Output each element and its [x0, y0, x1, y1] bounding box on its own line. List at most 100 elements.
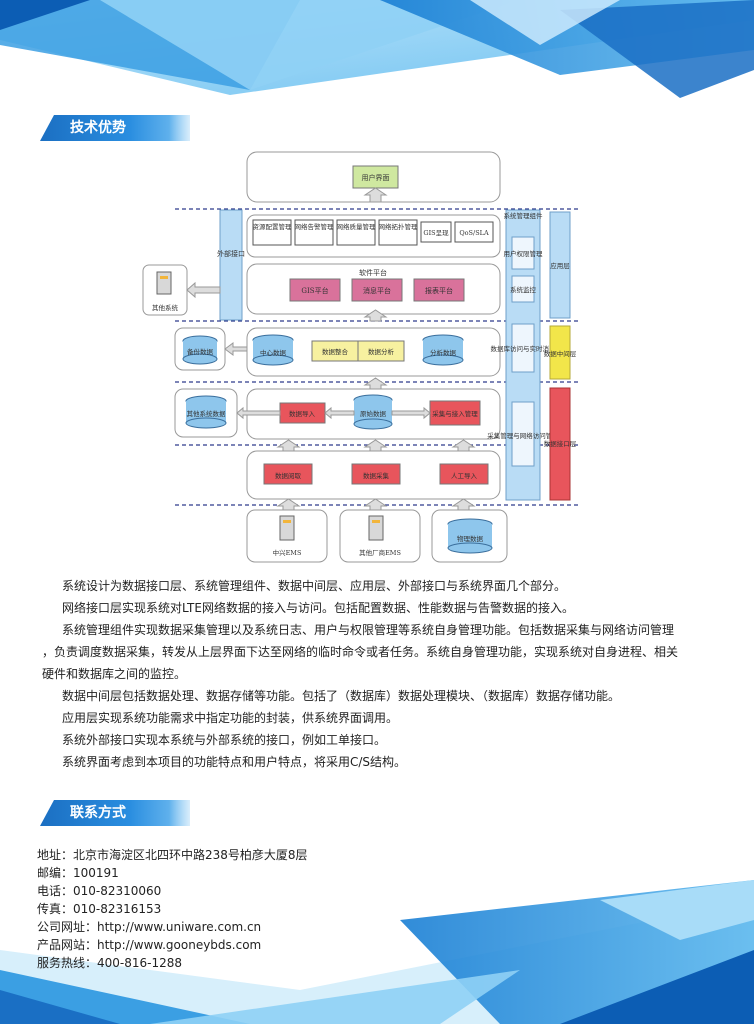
module-label: GIS呈现	[423, 229, 449, 237]
raw-data-label: 原始数据	[360, 409, 387, 418]
data-analysis-label: 数据分析	[368, 347, 395, 356]
collect-mgmt-label: 采集管理与网络访问管理	[487, 431, 559, 440]
arrow-up	[451, 498, 476, 511]
layer-interface-bar	[549, 387, 571, 501]
db-icon-base	[182, 353, 218, 365]
layer-app-bar	[549, 211, 571, 319]
sys-mgmt-label: 系统管理组件	[504, 211, 544, 220]
module-box	[336, 219, 376, 246]
platform-label: 消息平台	[363, 286, 391, 295]
section-header-contact: 联系方式	[40, 800, 190, 826]
body-paragraph: ，负责调度数据采集，转发从上层界面下达至网络的临时命令或者任务。系统自身管理功能…	[42, 645, 679, 659]
body-paragraph: 网络接口层实现系统对LTE网络数据的接入与访问。包括配置数据、性能数据与告警数据…	[62, 601, 574, 615]
center-data-label: 中心数据	[260, 348, 287, 357]
arrow-left	[224, 342, 248, 356]
data-import-label: 数据导入	[289, 409, 316, 418]
module-label: 网络告警管理	[295, 222, 335, 231]
body-paragraph: 应用层实现系统功能需求中指定功能的封装，供系统界面调用。	[62, 711, 399, 725]
db-access-label: 数据库访问与实时消息	[491, 344, 557, 353]
db-icon-body	[423, 340, 463, 360]
architecture-diagram: 用户界面 资源配置管理 网络告警管理 网络质量管理 网络拓扑管理 GIS呈现 Q…	[142, 151, 580, 563]
collect-manage-label: 采集与接入管理	[432, 409, 478, 418]
module-label: 网络质量管理	[337, 222, 377, 231]
layer-middle-bar	[549, 325, 571, 380]
layer-middle-label: 数据中间层	[544, 349, 577, 358]
body-paragraph: 系统外部接口实现本系统与外部系统的接口，例如工单接口。	[62, 733, 387, 747]
backup-data-label: 备份数据	[187, 347, 214, 356]
db-icon-base	[252, 354, 294, 366]
module-label: 资源配置管理	[253, 222, 293, 231]
module-label: QoS/SLA	[459, 229, 489, 237]
collect-manage-box	[429, 400, 481, 426]
platform-box-message	[351, 278, 403, 302]
module-box	[420, 221, 452, 243]
body-paragraph: 数据中间层包括数据处理、数据存储等功能。包括了（数据库）数据处理模块、（数据库）…	[62, 689, 621, 703]
arrow-up	[363, 187, 388, 203]
bottom-decoration	[0, 880, 754, 1024]
server-icon-detail	[372, 520, 380, 523]
server-icon	[156, 271, 172, 295]
contact-product-site[interactable]: 产品网站：http://www.gooneybds.com	[37, 938, 262, 952]
manual-import-box	[439, 463, 489, 485]
other-system-label: 其他系统	[152, 303, 179, 312]
other-system-data-label: 其他系统数据	[187, 409, 227, 418]
data-collect-box	[351, 463, 401, 485]
server-icon-detail	[283, 520, 291, 523]
contact-fax: 传真：010-82316153	[37, 902, 162, 916]
platform-label: GIS平台	[301, 286, 328, 295]
data-integration-label: 数据整合	[322, 347, 349, 356]
layer-interface-label: 数据接口层	[544, 439, 577, 448]
data-collect-label: 数据采集	[363, 471, 390, 480]
db-icon-base	[353, 418, 393, 430]
module-label: 网络拓扑管理	[379, 222, 419, 231]
source-other-label: 其他厂商EMS	[359, 548, 401, 557]
sys-monitor-box	[511, 275, 535, 303]
manual-import-label: 人工导入	[451, 472, 478, 480]
arrow-up	[276, 498, 301, 511]
data-read-label: 数据阅取	[275, 471, 302, 480]
collect-mgmt-box	[511, 401, 535, 467]
arrow-up	[276, 439, 301, 452]
module-box	[252, 219, 292, 246]
db-access-box	[511, 323, 535, 373]
section-header-tech: 技术优势	[40, 115, 190, 141]
body-paragraph: 系统界面考虑到本项目的功能特点和用户特点，将采用C/S结构。	[62, 755, 407, 769]
module-box	[454, 221, 494, 243]
platform-box-gis	[289, 278, 341, 302]
software-platform-label: 软件平台	[359, 268, 387, 277]
platform-label: 报表平台	[425, 286, 453, 295]
user-permission-label: 用户权限管理	[504, 249, 544, 258]
arrow-up	[451, 439, 476, 452]
analysis-data-label: 分析数据	[430, 348, 457, 357]
data-read-box	[263, 463, 313, 485]
db-icon-base	[185, 417, 227, 429]
arrow-right	[324, 406, 355, 420]
arrow-left	[186, 281, 221, 299]
server-icon-detail	[160, 276, 168, 279]
user-permission-box	[511, 236, 535, 270]
arrow-up	[363, 309, 388, 322]
top-decoration	[0, 0, 754, 98]
db-icon-body	[253, 340, 293, 360]
contact-postcode: 邮编：100191	[37, 866, 119, 880]
user-interface-label: 用户界面	[362, 173, 390, 182]
arrow-up	[363, 439, 388, 452]
external-interface-label: 外部接口	[217, 249, 245, 258]
contact-phone: 电话：010-82310060	[37, 884, 162, 898]
server-icon	[279, 515, 295, 541]
source-physical-label: 物理数据	[457, 534, 484, 543]
module-box	[378, 219, 418, 246]
external-interface-bar	[219, 209, 243, 321]
arrow-up	[363, 498, 388, 511]
section-title-tech: 技术优势	[70, 120, 126, 136]
section-title-contact: 联系方式	[70, 805, 126, 821]
body-paragraph: 系统管理组件实现数据采集管理以及系统日志、用户与权限管理等系统自身管理功能。包括…	[62, 623, 675, 637]
db-icon-body	[186, 401, 226, 423]
layer-app-label: 应用层	[550, 261, 570, 270]
body-paragraph: 硬件和数据库之间的监控。	[42, 667, 187, 681]
top-modules: 资源配置管理 网络告警管理 网络质量管理 网络拓扑管理 GIS呈现 QoS/SL…	[252, 219, 494, 246]
contact-address: 地址：北京市海淀区北四环中路238号柏彦大厦8层	[37, 848, 308, 862]
arrow-right	[236, 406, 281, 420]
platform-box-report	[413, 278, 465, 302]
contact-company-site[interactable]: 公司网址：http://www.uniware.com.cn	[37, 920, 262, 934]
